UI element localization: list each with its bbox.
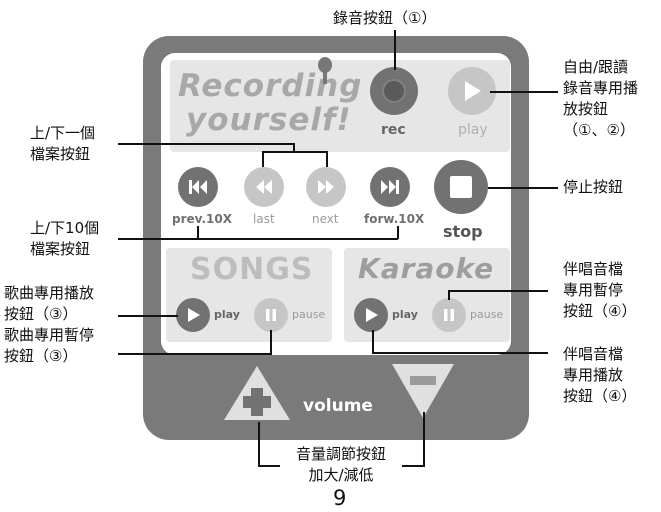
stop-label: stop	[443, 222, 483, 241]
recording-play-label: play	[458, 122, 488, 138]
callout-record-button: 錄音按鈕（①）	[333, 9, 437, 27]
stop-button[interactable]	[434, 160, 488, 214]
forward-10-button[interactable]	[370, 167, 410, 207]
prev-10-label: prev.10X	[172, 212, 232, 226]
recording-play-button[interactable]	[448, 67, 496, 115]
volume-label: volume	[303, 396, 373, 416]
volume-down-button[interactable]	[390, 362, 456, 420]
songs-pause-label: pause	[292, 308, 326, 321]
songs-pause-button[interactable]	[254, 298, 288, 332]
last-button[interactable]	[244, 167, 284, 207]
callout-volume-adjust: 音量調節按鈕 加大/減低	[295, 445, 386, 484]
callout-prev-next-10: 上/下10個 檔案按鈕	[30, 219, 100, 258]
callout-song-play: 歌曲專用播放 按鈕（③）	[4, 284, 95, 323]
callout-karaoke-play: 伴唱音檔 專用播放 按鈕（④）	[563, 345, 637, 405]
prev-10-button[interactable]	[178, 167, 218, 207]
karaoke-pause-button[interactable]	[432, 298, 466, 332]
songs-play-button[interactable]	[176, 298, 210, 332]
callout-prev-next-file: 上/下一個 檔案按鈕	[30, 124, 96, 163]
karaoke-title: Karaoke	[358, 252, 495, 285]
callout-song-pause: 歌曲專用暫停 按鈕（③）	[4, 326, 95, 365]
record-button[interactable]	[370, 67, 418, 115]
callout-stop-button: 停止按鈕	[563, 178, 624, 196]
forward-10-label: forw.10X	[364, 212, 425, 226]
skip-back-icon	[189, 180, 207, 194]
next-label: next	[312, 212, 339, 226]
record-dot-icon	[382, 79, 406, 103]
microphone-icon	[318, 57, 332, 84]
play-icon	[366, 308, 378, 322]
next-button[interactable]	[306, 167, 346, 207]
karaoke-play-button[interactable]	[354, 298, 388, 332]
callout-karaoke-pause: 伴唱音檔 專用暫停 按鈕（④）	[563, 260, 637, 320]
stop-icon	[450, 176, 472, 198]
songs-title: SONGS	[190, 252, 314, 287]
last-label: last	[253, 212, 275, 226]
play-icon	[188, 308, 200, 322]
play-icon	[465, 81, 481, 101]
karaoke-play-label: play	[392, 308, 418, 321]
songs-play-label: play	[214, 308, 240, 321]
rewind-icon	[256, 180, 272, 194]
callout-free-follow-play: 自由/跟讀 錄音專用播 放按鈕 （①、②）	[563, 58, 639, 139]
fast-forward-icon	[318, 180, 334, 194]
karaoke-pause-label: pause	[470, 308, 504, 321]
skip-forward-icon	[381, 180, 399, 194]
pause-icon	[266, 309, 276, 321]
logo-yourself: yourself!	[186, 102, 352, 138]
volume-up-button[interactable]	[222, 364, 292, 422]
page-number: 9	[333, 486, 347, 510]
logo-recording: Recording	[178, 68, 363, 104]
pause-icon	[444, 309, 454, 321]
rec-label: rec	[381, 122, 406, 138]
